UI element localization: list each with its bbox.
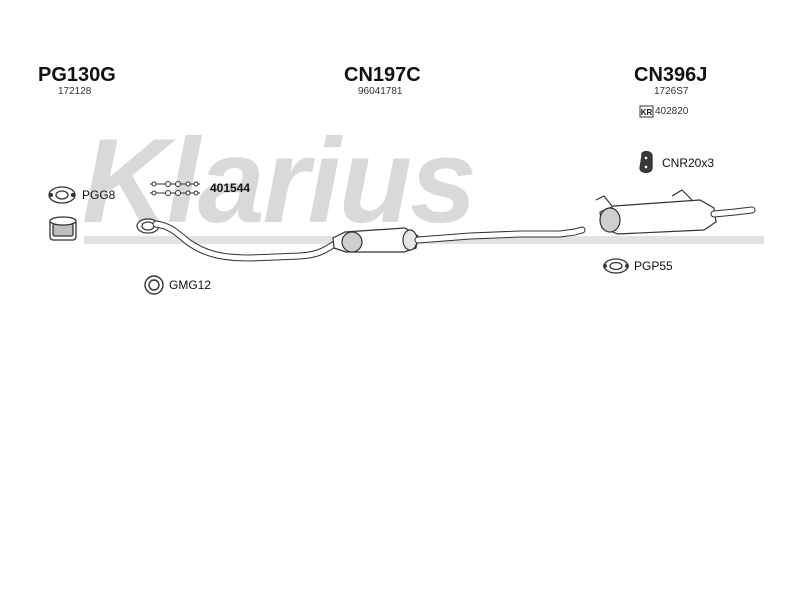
centre-silencer-cn197c: [332, 226, 586, 253]
kit-badge-text: KR: [641, 108, 653, 117]
rubber-mount-icon: [49, 216, 77, 241]
fitting-kit-bolts-icon: [150, 181, 200, 196]
gasket-pgp55-icon: [603, 258, 629, 274]
label-fitting-kit: 401544: [210, 181, 251, 195]
kit-badge: KR: [639, 105, 654, 118]
kit-number: 402820: [655, 106, 689, 117]
label-cnr20x3: CNR20x3: [662, 156, 715, 170]
label-pgp55: PGP55: [634, 259, 673, 273]
label-pgg8: PGG8: [82, 188, 116, 202]
part-code-cn396j: CN396J: [634, 64, 708, 86]
centre-silencer-end: [341, 231, 363, 253]
part-code-pg130g: PG130G: [38, 64, 116, 86]
ref-code-cn396j: 1726S7: [654, 86, 689, 97]
front-pipe-flange-hole: [141, 221, 155, 231]
front-pipe-pg130g: [136, 218, 337, 262]
rear-silencer-cn396j: [595, 189, 756, 235]
ref-code-pg130g: 172128: [58, 86, 92, 97]
hanger-cnr20x3-icon: [639, 150, 653, 174]
ref-code-cn197c: 96041781: [358, 86, 403, 97]
label-gmg12: GMG12: [169, 278, 212, 292]
part-code-cn197c: CN197C: [344, 64, 421, 86]
gasket-pgg8-icon: [48, 186, 76, 204]
kit-badge-box: [639, 105, 654, 118]
ring-gmg12-icon: [144, 275, 164, 295]
rear-silencer-end: [599, 207, 621, 233]
